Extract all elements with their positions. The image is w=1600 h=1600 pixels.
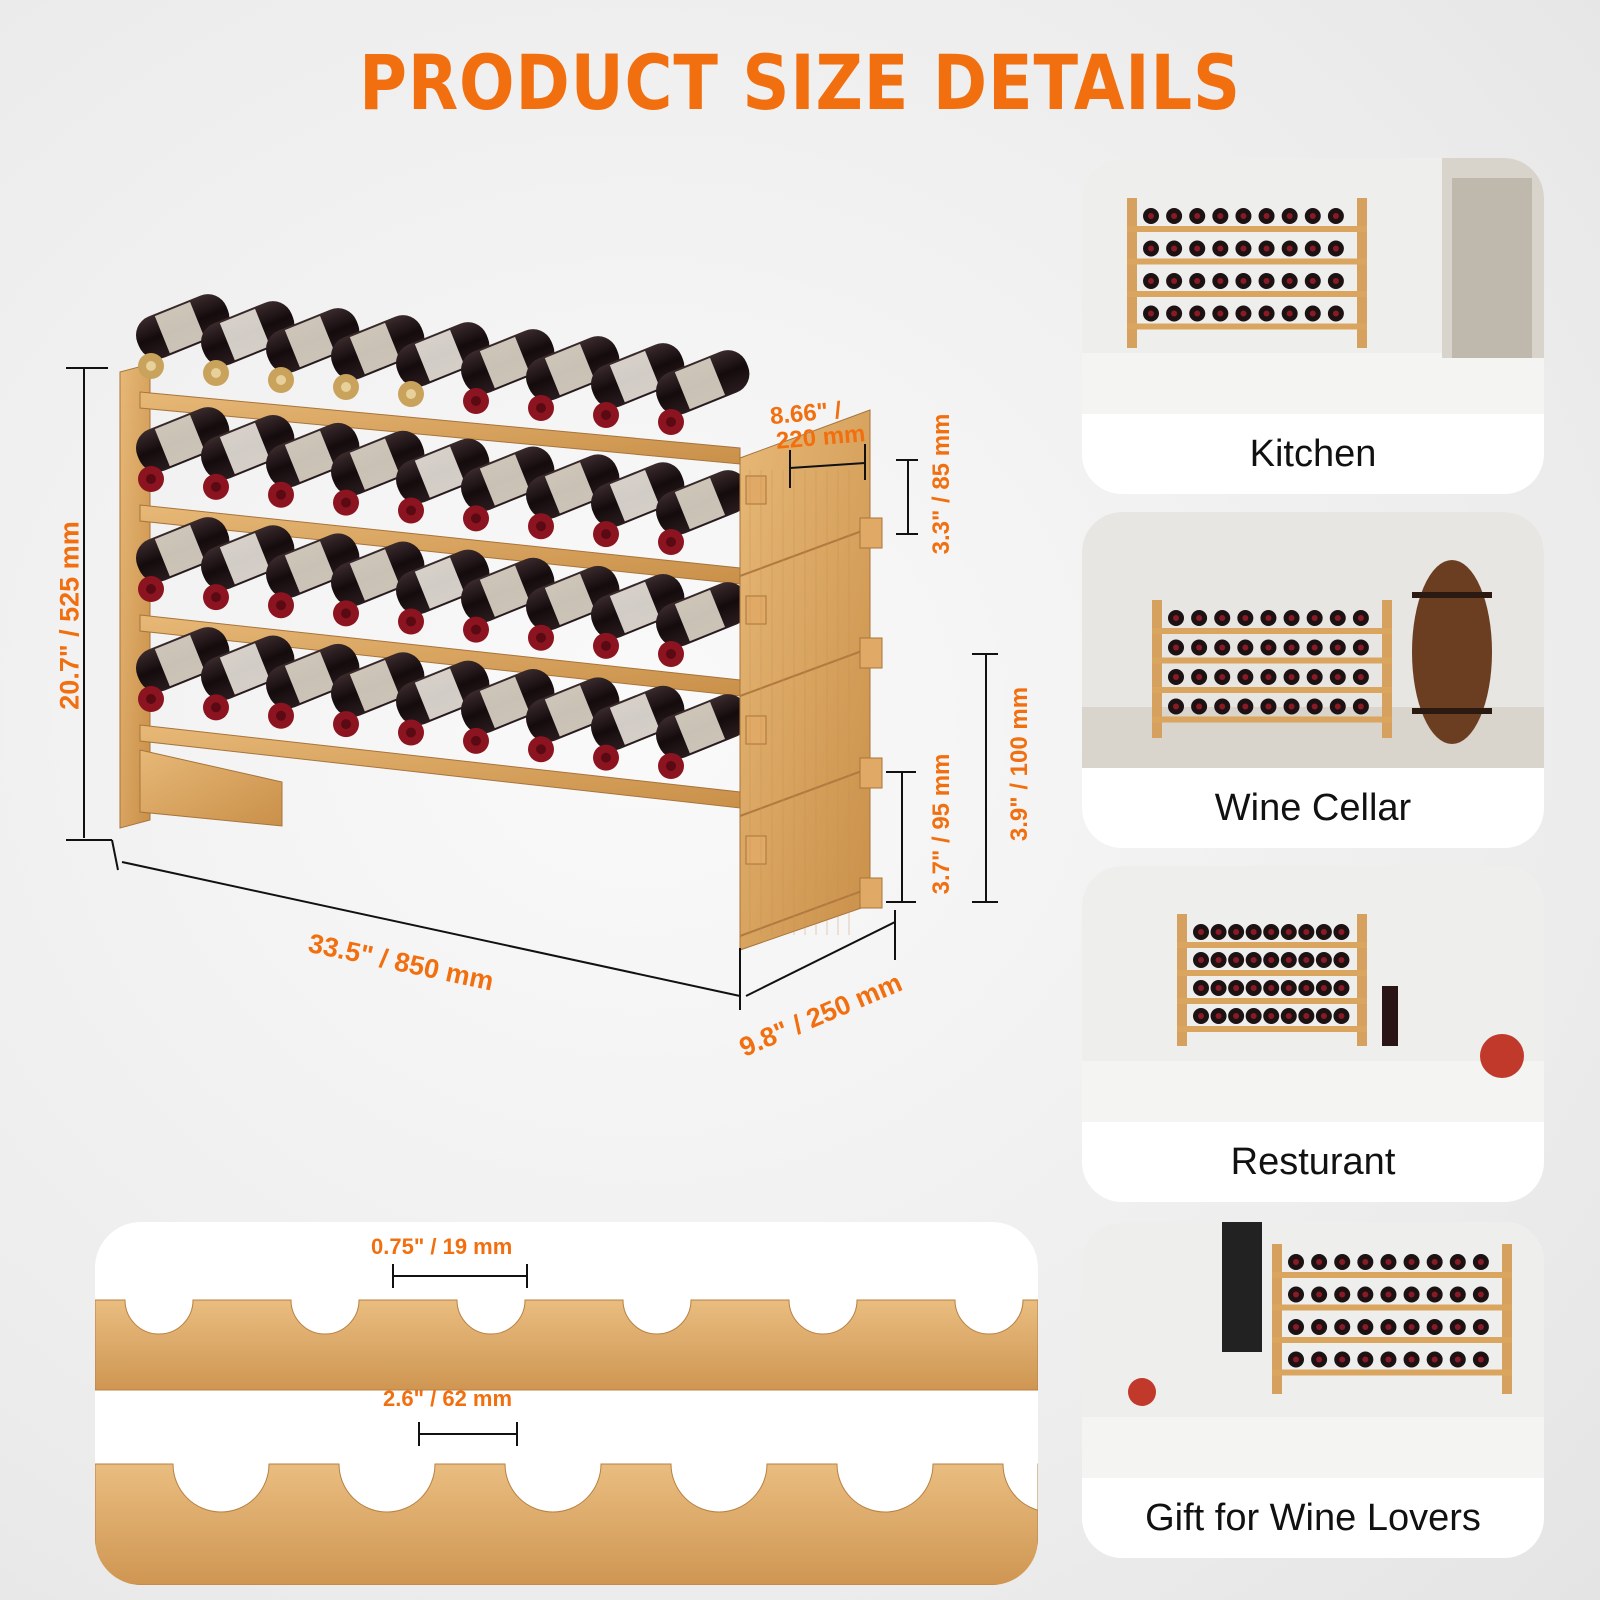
height-label: 20.7" / 525 mm [54,521,85,710]
wine-bottle [200,635,295,721]
wine-bottle [525,565,620,651]
mini-rack [1127,198,1367,348]
wine-bottle [330,652,425,738]
top-depth-dimension-line [789,462,866,469]
wine-bottle [590,343,685,428]
wine-bottle [590,462,685,548]
wine-bottle [460,329,555,414]
scene-caption: Wine Cellar [1214,787,1412,829]
wine-bottle [265,422,360,508]
upper-slat [95,1299,1038,1391]
scene-caption: Resturant [1230,1141,1396,1183]
side-height-label: 3.9" / 100 mm [1006,686,1033,842]
scene-card-wine-cellar: Wine Cellar [1082,512,1544,848]
scene-card-kitchen: Kitchen [1082,158,1544,494]
mini-rack [1272,1244,1512,1394]
scene-card-gift: Gift for Wine Lovers [1082,1222,1544,1558]
wine-bottle [655,694,750,779]
kitchen-photo-icon [1082,158,1544,414]
scene-card-restaurant: Resturant [1082,866,1544,1202]
wine-bottle [200,301,295,386]
width-dimension-line [121,861,741,997]
wine-bottle [265,533,360,619]
wine-bottle [395,549,490,635]
wine-bottle [200,414,295,500]
wine-bottle [655,582,750,667]
depth-dimension-line [745,921,896,997]
wine-bottle [460,446,555,532]
scene-caption: Gift for Wine Lovers [1145,1497,1481,1539]
wine-bottle [135,407,230,492]
restaurant-photo-icon [1082,866,1544,1122]
wine-bottle [330,541,425,627]
shelf-gap-label: 3.3" / 85 mm [928,413,955,555]
wine-bottle [460,668,555,754]
lower-slat-label: 2.6" / 62 mm [383,1386,513,1411]
wine-bottle [590,573,685,659]
page-title: PRODUCT SIZE DETAILS [359,38,1241,127]
upper-slat-label: 0.75" / 19 mm [371,1234,513,1259]
wine-cellar-photo-icon [1082,512,1544,768]
wine-bottle [525,336,620,421]
wine-rack-illustration [66,294,998,1010]
slat-illustration [95,1264,1038,1585]
mini-rack [1177,914,1367,1046]
wine-bottle [330,430,425,516]
wine-bottle [525,677,620,763]
wine-bottle [135,627,230,712]
wine-bottle [395,322,490,407]
wine-bottle [135,517,230,602]
wine-bottle [200,525,295,611]
wine-bottle [655,470,750,555]
gift-photo-icon [1082,1222,1544,1478]
scene-caption: Kitchen [1249,433,1377,475]
lower-slat [95,1463,1038,1585]
wine-bottle [525,454,620,540]
barrel [1412,560,1492,744]
wine-bottle [460,557,555,643]
wine-bottle [590,685,685,771]
slat-detail-card: 0.75" / 19 mm 2.6" / 62 mm [95,1222,1038,1585]
mini-rack [1152,600,1392,738]
wine-bottle [330,315,425,400]
bottom-gap-label: 3.7" / 95 mm [928,753,955,895]
wine-bottle [265,643,360,729]
wine-bottle [395,660,490,746]
wine-bottle [395,438,490,524]
wine-bottle [265,308,360,393]
wine-bottle [135,294,230,379]
wine-bottle [655,350,750,435]
